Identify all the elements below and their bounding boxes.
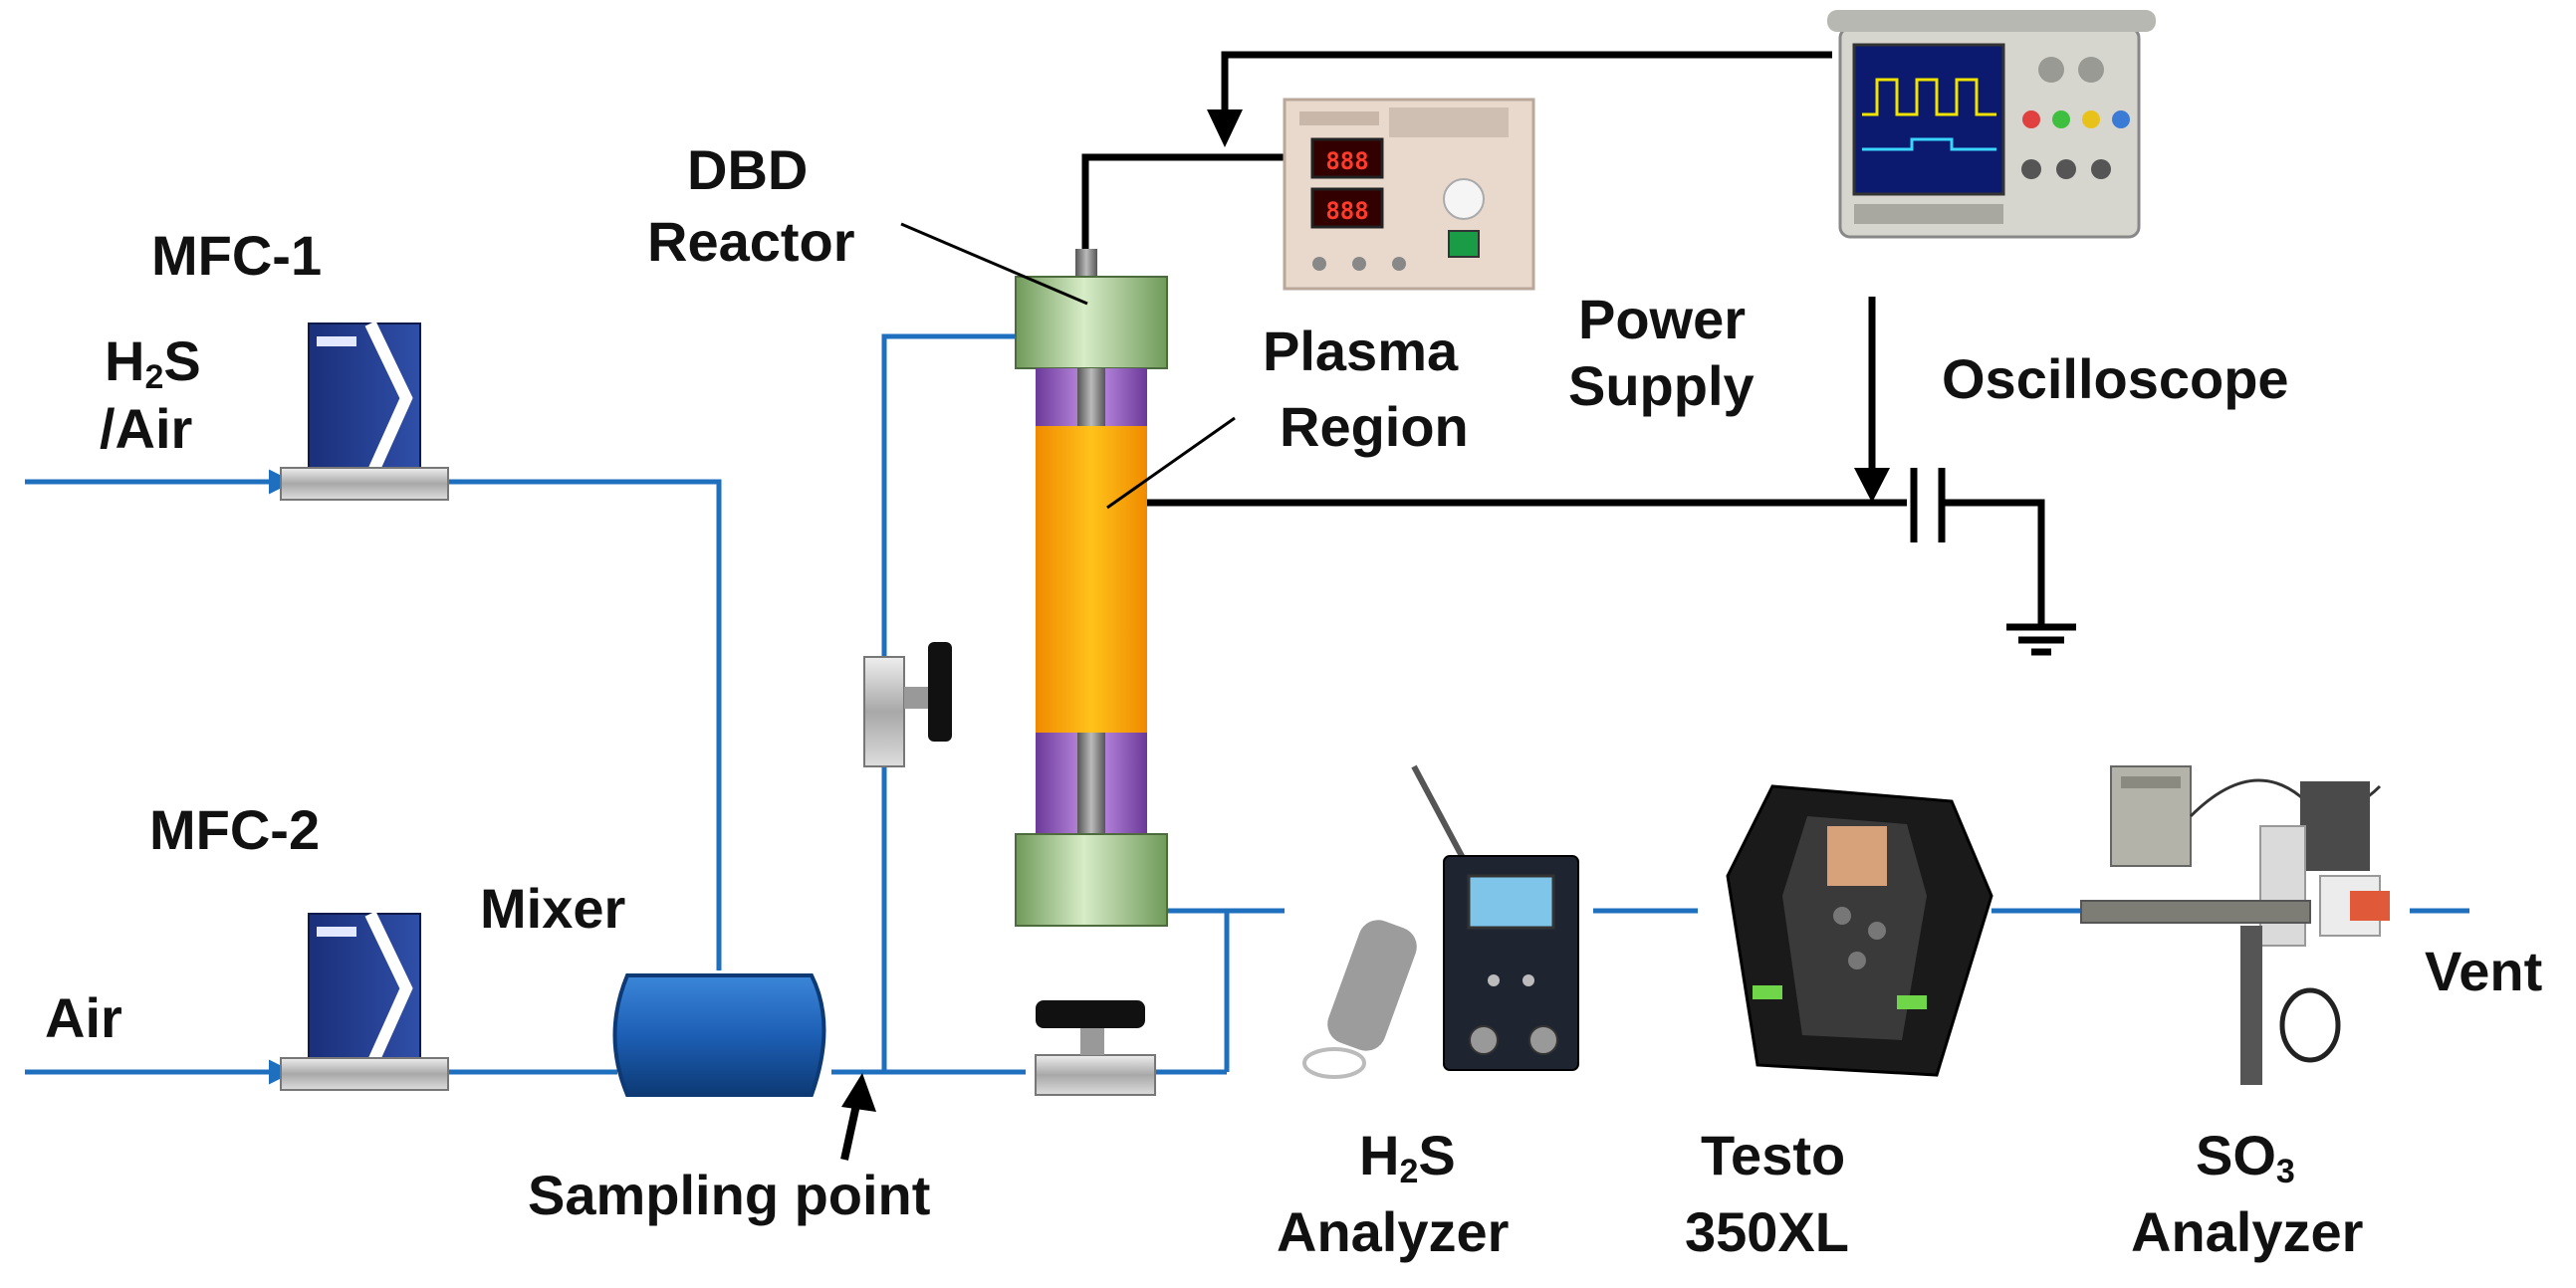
h2s-air-label-line2: /Air — [100, 397, 192, 460]
plasma-pointer-line — [1106, 416, 1236, 510]
scope-probe-arrowhead — [1207, 109, 1243, 147]
mfc-2-device — [280, 911, 449, 1091]
so3-analyzer-label-line2: Analyzer — [2131, 1200, 2363, 1263]
so3-analyzer-label: SO3 — [2196, 1124, 2295, 1190]
reactor-top-cap — [1015, 276, 1168, 369]
air-label: Air — [45, 986, 122, 1049]
reactor-bottom-cap — [1015, 833, 1168, 927]
h2s-analyzer-device — [1302, 764, 1579, 1079]
oscilloscope-device — [1827, 10, 2156, 239]
scope-probe2-arrowhead — [1854, 468, 1890, 503]
sampling-point-arrowhead — [841, 1073, 876, 1112]
dbd-reactor-label-line1: DBD — [687, 138, 808, 201]
needle-valve-horizontal — [1035, 1000, 1156, 1096]
electrical-wires — [1081, 51, 2045, 625]
testo-label-line2: 350XL — [1685, 1200, 1849, 1263]
plasma-region-label-line1: Plasma — [1263, 320, 1459, 382]
mfc2-label: MFC-2 — [149, 798, 320, 861]
reactor-inlet-line — [881, 333, 1016, 1072]
plasma-region-label-line2: Region — [1280, 395, 1469, 458]
dbd-pointer-line — [900, 222, 1088, 306]
power-supply-label-line2: Supply — [1568, 354, 1755, 417]
power-supply-label-line1: Power — [1578, 288, 1746, 350]
sampling-point-arrow-shaft — [840, 1104, 860, 1161]
mfc1-to-mixer-line — [438, 479, 722, 970]
mixer-label: Mixer — [480, 877, 625, 940]
scope-probe-wire — [1221, 51, 1832, 119]
oscilloscope-label: Oscilloscope — [1942, 347, 2289, 410]
mfc1-label: MFC-1 — [151, 224, 322, 287]
gas-lines — [25, 333, 2469, 1085]
vent-label: Vent — [2425, 940, 2542, 1002]
h2s-air-label: H2S — [105, 329, 201, 396]
h2s-analyzer-label: H2S — [1359, 1124, 1456, 1190]
plasma-region — [1036, 426, 1147, 733]
hv-wire — [1081, 153, 1294, 249]
needle-valve-vertical — [863, 642, 952, 767]
h2s-analyzer-label-line2: Analyzer — [1277, 1200, 1509, 1263]
sampling-point-label: Sampling point — [528, 1164, 930, 1226]
svg-text:888: 888 — [1325, 147, 1368, 175]
ground-symbol — [2006, 623, 2076, 656]
svg-text:888: 888 — [1325, 197, 1368, 225]
so3-analyzer-device — [2080, 765, 2390, 1085]
testo-350xl-device — [1726, 784, 1993, 1077]
mixer-vessel — [612, 973, 826, 1097]
power-supply-device: 888 888 — [1283, 98, 1535, 291]
testo-label-line1: Testo — [1701, 1124, 1845, 1186]
ground-wire-to-earth — [1942, 499, 2045, 625]
mfc-1-device — [280, 321, 449, 501]
dbd-reactor-label-line2: Reactor — [647, 210, 855, 273]
dbd-reactor — [1015, 249, 1168, 927]
